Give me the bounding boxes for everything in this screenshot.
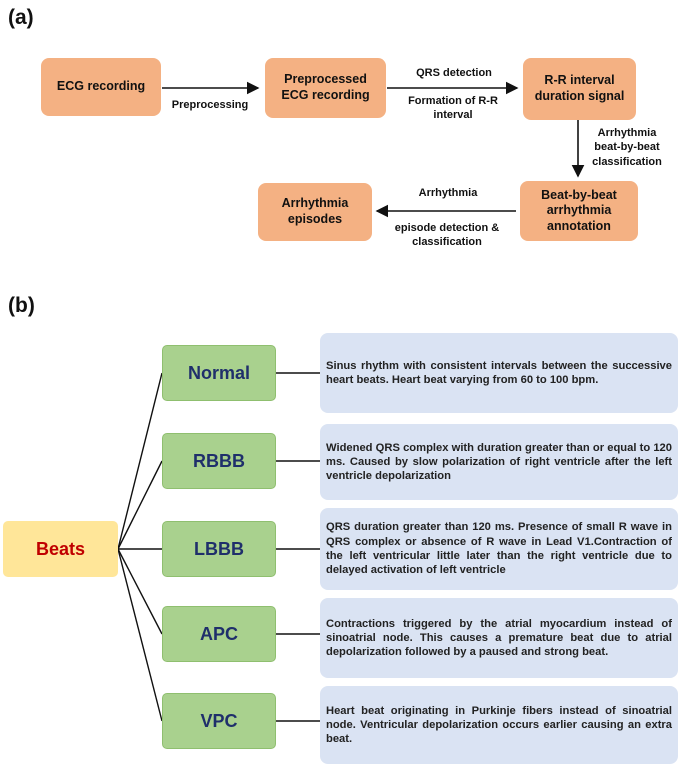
beat-apc-label: APC (199, 623, 238, 644)
beat-normal: Normal (162, 345, 276, 401)
node-rr-interval: R-R interval duration signal (523, 58, 636, 120)
node-preprocessed-label: Preprocessed ECG recording (281, 72, 370, 102)
edge-label-preprocessing: Preprocessing (171, 99, 249, 111)
node-preprocessed: Preprocessed ECG recording (265, 58, 386, 118)
root-beats: Beats (3, 521, 118, 577)
tree-line-vpc (117, 548, 163, 722)
beat-rbbb-label: RBBB (193, 450, 245, 471)
tree-line-apc (117, 548, 163, 635)
description-rbbb-text: Widened QRS complex with duration greate… (326, 441, 672, 483)
tree-line-rbbb (117, 460, 163, 550)
edge-label-arrhythmia: Arrhythmia (418, 187, 478, 199)
beat-rbbb: RBBB (162, 433, 276, 489)
description-normal: Sinus rhythm with consistent intervals b… (320, 333, 678, 413)
description-normal-text: Sinus rhythm with consistent intervals b… (326, 359, 672, 386)
edge-label-qrs-detection: QRS detection (416, 67, 492, 79)
panel-a-label: (a) (8, 6, 34, 29)
edge-label-formation-rr: Formation of R-R interval (408, 95, 498, 122)
description-vpc: Heart beat originating in Purkinje fiber… (320, 686, 678, 764)
panel-b-label: (b) (8, 294, 35, 317)
node-ecg-recording: ECG recording (41, 58, 161, 116)
root-beats-label: Beats (35, 538, 86, 559)
description-lbbb: QRS duration greater than 120 ms. Presen… (320, 508, 678, 590)
edge-label-beat-classification: Arrhythmia beat-by-beat classification (592, 127, 662, 168)
beat-vpc-label: VPC (200, 710, 238, 731)
description-apc-text: Contractions triggered by the atrial myo… (326, 617, 672, 659)
description-rbbb: Widened QRS complex with duration greate… (320, 424, 678, 500)
description-lbbb-text: QRS duration greater than 120 ms. Presen… (326, 521, 672, 577)
node-arrhythmia-episodes: Arrhythmia episodes (258, 183, 372, 241)
node-arrhythmia-episodes-label: Arrhythmia episodes (281, 196, 349, 226)
beat-lbbb: LBBB (162, 521, 276, 577)
node-beat-annotation: Beat-by-beat arrhythmia annotation (520, 181, 638, 241)
beat-vpc: VPC (162, 693, 276, 749)
beat-apc: APC (162, 606, 276, 662)
tree-line-normal (117, 372, 163, 550)
beat-normal-label: Normal (187, 362, 250, 383)
beat-lbbb-label: LBBB (194, 538, 244, 559)
description-apc: Contractions triggered by the atrial myo… (320, 598, 678, 678)
node-ecg-recording-label: ECG recording (56, 79, 146, 94)
edge-label-episode-detection: episode detection & classification (394, 222, 500, 249)
description-vpc-text: Heart beat originating in Purkinje fiber… (326, 704, 672, 746)
node-beat-annotation-label: Beat-by-beat arrhythmia annotation (541, 187, 617, 233)
node-rr-interval-label: R-R interval duration signal (534, 73, 625, 103)
